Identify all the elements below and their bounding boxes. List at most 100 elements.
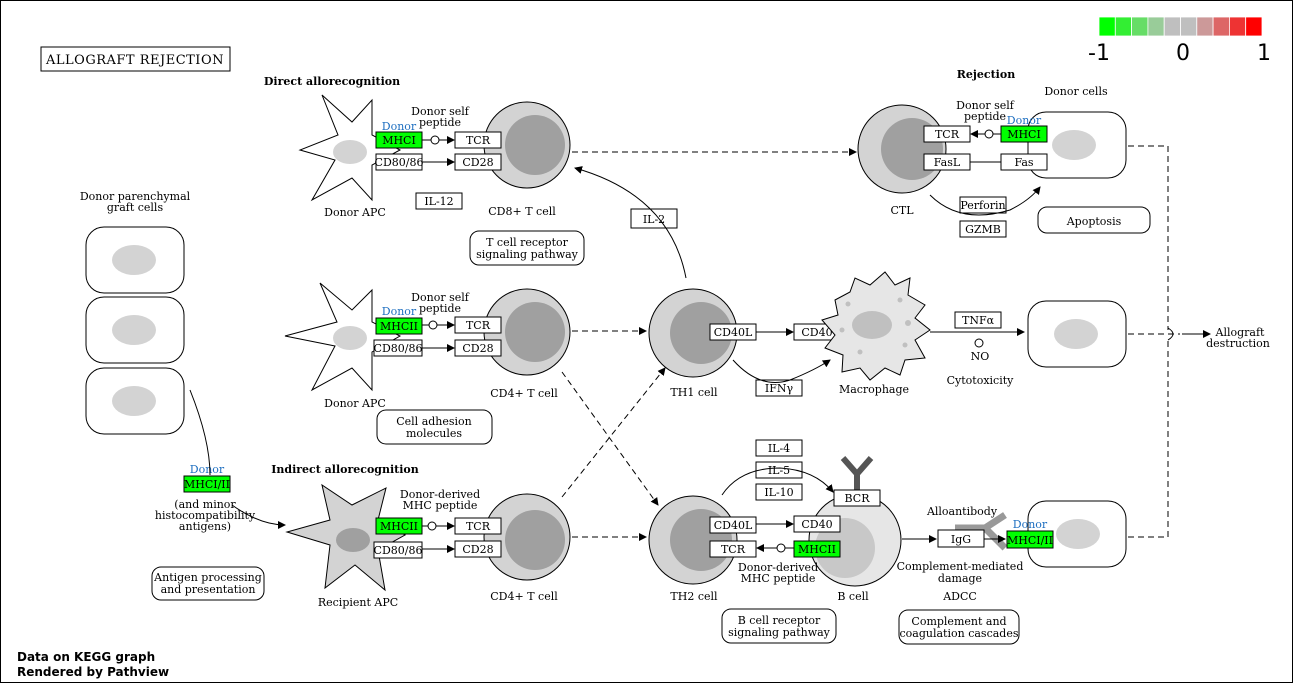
macrophage-nucleus (852, 311, 892, 339)
il2-label: IL-2 (643, 213, 665, 226)
edge-top-destruction (1128, 145, 1169, 330)
perforin-node[interactable] (959, 196, 1007, 214)
peptide-node-ctl (984, 129, 994, 139)
complement-label-2: coagulation cascades (900, 627, 1019, 640)
recipient-apc-nucleus (336, 528, 370, 552)
tcr-label-ctl: TCR (935, 128, 960, 141)
donor-derived-3a: Donor-derived (400, 488, 480, 501)
mhci-node-ctl[interactable] (1000, 125, 1048, 143)
legend-swatch (1147, 16, 1165, 37)
bcr-signaling-label-1: B cell receptor (738, 614, 821, 627)
cd80-86-label-3: CD80/86 (374, 544, 423, 557)
apoptosis-pathway[interactable] (1037, 206, 1151, 234)
gzmb-label: GZMB (965, 223, 1001, 236)
tcr-label-1: TCR (466, 134, 491, 147)
cd80-86-label-1: CD80/86 (375, 156, 424, 169)
mhcii-label-3: MHCII (380, 520, 418, 533)
edge-perforin-apoptosis (929, 186, 1041, 216)
indirect-allorecognition-heading: Indirect allorecognition (271, 463, 419, 476)
b-cell-nucleus (815, 518, 875, 578)
ifng-label: IFNγ (765, 382, 794, 395)
tcr-signaling-pathway[interactable] (469, 230, 585, 266)
donor-self-peptide-ctl-b: peptide (964, 110, 1006, 123)
ifng-node[interactable] (755, 379, 803, 397)
fas-node[interactable] (1000, 153, 1048, 171)
tcr-label-th2: TCR (721, 543, 746, 556)
donor-apc-2-label: Donor APC (324, 397, 386, 410)
cd80-86-node-3[interactable] (373, 541, 423, 559)
cd28-label-1: CD28 (462, 156, 493, 169)
donor-derived-bcell-a: Donor-derived (738, 561, 818, 574)
mhcii-node-2[interactable] (375, 317, 423, 335)
cd4-t-label-1: CD4+ T cell (490, 387, 558, 400)
cell-adhesion-pathway[interactable] (376, 409, 493, 445)
cd40-label-bcell: CD40 (801, 518, 832, 531)
il10-node[interactable] (755, 483, 803, 501)
legend-swatch (1196, 16, 1214, 37)
cd28-node-3[interactable] (454, 540, 502, 558)
mhci-label-ctl: MHCI (1007, 128, 1041, 141)
tcr-signaling-label-2: signaling pathway (476, 248, 579, 261)
mhcii-node-bcell[interactable] (793, 540, 841, 558)
bcr-node[interactable] (833, 489, 881, 507)
legend-swatch (1229, 16, 1247, 37)
peptide-node-2 (428, 320, 438, 330)
mhcii-label-bcell: MHCII (798, 543, 836, 556)
igg-antibody-icon (955, 512, 1008, 551)
tcr-node-2[interactable] (454, 316, 502, 334)
mhci-label-1: MHCI (382, 134, 416, 147)
legend-swatch (1245, 16, 1263, 37)
complement-pathway[interactable] (898, 609, 1020, 645)
complement-label-1: Complement and (911, 615, 1006, 628)
legend-mid-label: 0 (1176, 41, 1190, 66)
legend-swatch (1098, 16, 1116, 37)
minor-antigens-label-2: histocompatibility (155, 509, 256, 522)
donor-cells-label: Donor cells (1044, 85, 1108, 98)
legend-swatch (1114, 16, 1133, 37)
cd28-node-1[interactable] (454, 153, 502, 171)
cd40-node-bcell[interactable] (793, 515, 841, 533)
mhci-ii-left-label: MHCI/II (184, 478, 230, 491)
legend-swatch (1180, 16, 1198, 37)
fas-label: Fas (1014, 156, 1033, 169)
il12-node[interactable] (415, 192, 463, 210)
cd40-label-mac: CD40 (801, 326, 832, 339)
edge-parenchymal-mhc (189, 389, 211, 476)
apoptosis-label: Apoptosis (1066, 215, 1122, 228)
bcr-signaling-pathway[interactable] (721, 608, 837, 644)
peptide-node-1 (430, 135, 440, 145)
donor-apc-1-label: Donor APC (324, 206, 386, 219)
mhci-ii-node-bottom[interactable] (1006, 530, 1054, 549)
donor-tag-ctl: Donor (1007, 114, 1042, 127)
minor-antigens-label-3: antigens) (179, 520, 231, 533)
alloantibody-label: Alloantibody (926, 505, 998, 518)
cd8-t-nucleus (505, 115, 565, 175)
il4-node[interactable] (755, 439, 803, 457)
antigen-processing-pathway[interactable] (151, 566, 265, 601)
tcr-node-3[interactable] (454, 517, 502, 535)
edge-ifng-mac (732, 359, 831, 383)
edge-mhc-recipient-apc (231, 504, 286, 529)
edge-il2-cd8 (574, 166, 687, 279)
peptide-node-3 (427, 521, 437, 531)
tnfa-node[interactable] (954, 311, 1002, 329)
cd28-node-2[interactable] (454, 339, 502, 357)
adcc-label: ADCC (942, 590, 977, 603)
legend-min-label: -1 (1088, 41, 1110, 66)
minor-antigens-label-1: (and minor (174, 498, 236, 511)
tcr-node-1[interactable] (454, 131, 502, 149)
cd40l-node-th2[interactable] (709, 516, 757, 534)
gzmb-node[interactable] (959, 220, 1007, 238)
donor-tag-2: Donor (382, 305, 417, 318)
il5-node[interactable] (755, 461, 803, 479)
cell-adhesion-label-1: Cell adhesion (396, 415, 472, 428)
donor-parenchymal-cells (85, 226, 185, 435)
donor-self-peptide-1b: peptide (419, 116, 461, 129)
il2-node[interactable] (630, 208, 678, 229)
perforin-label: Perforin (960, 199, 1005, 212)
mhci-ii-left-node[interactable] (183, 475, 231, 493)
cd80-86-label-2: CD80/86 (374, 342, 423, 355)
peptide-node-bcell (776, 543, 786, 553)
donor-self-peptide-ctl-a: Donor self (956, 99, 1015, 112)
